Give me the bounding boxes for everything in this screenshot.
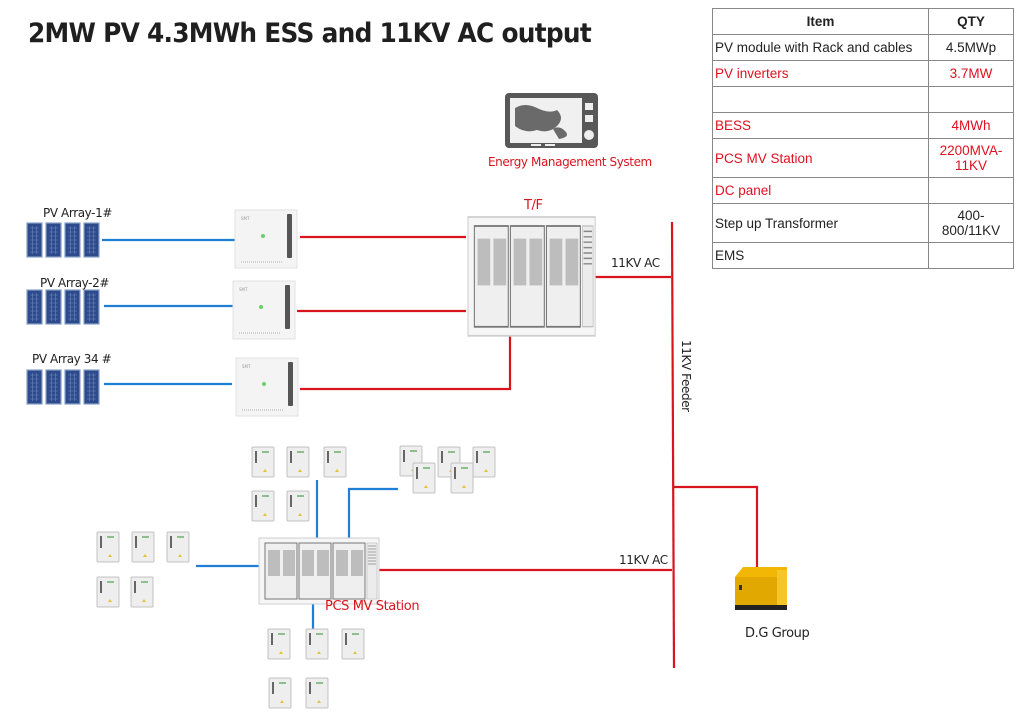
pv-array-2-label: PV Array-2# bbox=[40, 276, 109, 290]
bom-qty-line1: 2200MVA- bbox=[939, 143, 1003, 158]
pv-array-1-label: PV Array-1# bbox=[43, 206, 112, 220]
dc-line-battery-top-2 bbox=[347, 487, 398, 539]
bom-qty: 2200MVA-11KV bbox=[928, 138, 1014, 178]
battery-group-top-left bbox=[251, 446, 347, 522]
bom-qty bbox=[928, 86, 1014, 113]
bom-item: DC panel bbox=[712, 177, 929, 204]
battery-group-top-right bbox=[399, 445, 496, 494]
bom-row bbox=[712, 86, 1014, 113]
bom-qty: 400-800/11KV bbox=[928, 203, 1014, 243]
pv-inverter-1 bbox=[234, 209, 298, 269]
generator-label: D.G Group bbox=[745, 626, 810, 641]
bom-qty: 4MWh bbox=[928, 112, 1014, 139]
bom-item: EMS bbox=[712, 242, 929, 269]
pv-inverter-2 bbox=[232, 280, 296, 340]
pcs-mv-station bbox=[258, 537, 380, 605]
pv-array-2 bbox=[26, 289, 100, 325]
bom-table: Item QTY PV module with Rack and cables 4… bbox=[712, 8, 1014, 269]
page-title: 2MW PV 4.3MWh ESS and 11KV AC output bbox=[28, 18, 592, 49]
feeder-bus bbox=[670, 221, 676, 669]
battery-group-bottom bbox=[267, 628, 365, 709]
pv-inverter-3 bbox=[235, 357, 299, 417]
bom-item: BESS bbox=[712, 112, 929, 139]
bom-qty bbox=[928, 177, 1014, 204]
bom-qty bbox=[928, 242, 1014, 269]
ac-line-generator bbox=[673, 485, 759, 568]
pv-array-3 bbox=[26, 369, 100, 405]
ems-label: Energy Management System bbox=[488, 155, 652, 169]
pv-array-1 bbox=[26, 222, 100, 258]
bom-header-item: Item bbox=[712, 8, 929, 35]
ac-bottom-label: 11KV AC bbox=[619, 553, 668, 567]
bom-item: PV module with Rack and cables bbox=[712, 34, 929, 61]
bom-header-row: Item QTY bbox=[712, 8, 1014, 35]
battery-group-left bbox=[96, 531, 190, 608]
bom-qty-line2: 11KV bbox=[954, 158, 988, 173]
bom-qty-line1: 400- bbox=[957, 208, 985, 223]
ac-line-inverter-3 bbox=[300, 336, 512, 391]
transformer-station bbox=[467, 216, 597, 337]
diesel-generator-icon bbox=[735, 567, 787, 610]
ac-lines bbox=[297, 221, 759, 669]
feeder-label: 11KV Feeder bbox=[679, 340, 693, 412]
pv-array-3-label: PV Array 34 # bbox=[32, 352, 112, 366]
ems-monitor-icon bbox=[505, 93, 598, 148]
transformer-label: T/F bbox=[524, 198, 543, 213]
bom-qty: 3.7MW bbox=[928, 60, 1014, 87]
bom-header-qty: QTY bbox=[928, 8, 1014, 35]
dc-lines bbox=[102, 238, 398, 632]
ac-top-label: 11KV AC bbox=[611, 256, 660, 270]
bom-row: DC panel bbox=[712, 177, 1014, 204]
pcs-label: PCS MV Station bbox=[325, 599, 420, 614]
bom-qty-line2: 800/11KV bbox=[941, 223, 1001, 238]
bom-item: PV inverters bbox=[712, 60, 929, 87]
bom-row: EMS bbox=[712, 242, 1014, 269]
